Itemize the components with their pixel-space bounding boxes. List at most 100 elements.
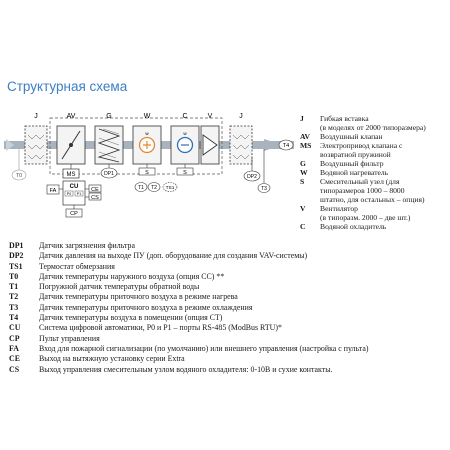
legend-code: T2: [9, 292, 19, 302]
legend-desc: Датчик температуры наружного воздуха (оп…: [39, 271, 225, 281]
control-unit: FA CU P0 P1 CP CE CS: [46, 180, 102, 218]
legend-desc: Воздушный фильтр: [320, 159, 450, 168]
legend-desc-line: Смесительный узел (для: [320, 177, 400, 186]
legend-desc-line: (в моделях от 2000 типоразмера): [320, 123, 426, 132]
legend-code: DP1: [9, 241, 24, 250]
legend-desc-line: Гибкая вставка: [320, 114, 369, 123]
legend-right-item: G Воздушный фильтр: [300, 159, 450, 168]
legend-desc: Пульт управления: [39, 333, 100, 343]
block-label-c: C: [182, 113, 187, 120]
legend-code: J: [300, 114, 304, 123]
svg-text:TS1: TS1: [166, 185, 175, 191]
block-label-g: G: [106, 113, 111, 120]
legend-code: TS1: [9, 261, 23, 271]
legend-code: FA: [9, 343, 19, 353]
legend-code: T4: [9, 313, 19, 323]
legend-desc: Датчик давления на выходе ПУ (доп. обору…: [39, 251, 308, 261]
legend-bottom-item: T1 Погружной датчик температуры обратной …: [9, 282, 449, 292]
block-j-left: J: [24, 113, 48, 165]
svg-text:DP1: DP1: [104, 171, 114, 177]
sensor-ts1: TS1: [162, 182, 178, 192]
svg-text:T2: T2: [151, 185, 157, 191]
block-label-j-left: J: [34, 113, 38, 120]
legend-desc: Воздушный клапан: [320, 132, 450, 141]
legend-bottom-item: FA Вход для пожарной сигнализации (по умо…: [9, 344, 449, 354]
block-label-w: W: [144, 113, 151, 120]
legend-bottom-item: T4 Датчик температуры воздуха в помещении…: [9, 313, 449, 323]
legend-code: W: [300, 168, 308, 177]
sensor-dp2: DP2: [243, 157, 261, 182]
legend-code: T3: [9, 302, 19, 312]
legend-desc: Термостат обмерзания: [39, 261, 115, 271]
block-label-j-right: J: [239, 113, 243, 120]
legend-desc-line: Водяной охладитель: [320, 222, 387, 231]
legend-desc: Датчик температуры приточного воздуха в …: [39, 302, 253, 312]
sensor-t2: T2: [147, 182, 161, 192]
legend-desc: Датчик температуры воздуха в помещении (…: [39, 313, 223, 323]
block-c-cooler: w C S: [170, 113, 200, 176]
block-label-av: AV: [67, 113, 76, 120]
legend-bottom-item: DP2 Датчик давления на выходе ПУ (доп. об…: [9, 251, 449, 261]
legend-desc: Система цифровой автоматики, P0 и P1 – п…: [39, 323, 282, 333]
svg-text:MS: MS: [67, 172, 76, 178]
legend-code: CS: [9, 364, 20, 374]
page-title: Структурная схема: [7, 79, 128, 94]
legend-code: T1: [9, 282, 19, 292]
legend-desc-line: Воздушный клапан: [320, 132, 383, 141]
svg-text:T4: T4: [283, 143, 289, 149]
svg-text:FA: FA: [50, 188, 57, 194]
legend-desc: Водяной охладитель: [320, 222, 450, 231]
svg-text:w: w: [183, 131, 187, 136]
svg-text:CP: CP: [70, 211, 78, 217]
legend-desc: Гибкая вставка(в моделях от 2000 типораз…: [320, 114, 450, 132]
legend-right-item: J Гибкая вставка(в моделях от 2000 типора…: [300, 114, 450, 132]
legend-bottom-item: T3 Датчик температуры приточного воздуха …: [9, 303, 449, 313]
legend-desc: Водяной нагреватель: [320, 168, 450, 177]
legend-code: CU: [9, 323, 21, 333]
legend-desc: Погружной датчик температуры обратной во…: [39, 282, 200, 292]
legend-right: J Гибкая вставка(в моделях от 2000 типора…: [300, 114, 450, 231]
svg-text:T0: T0: [16, 173, 22, 179]
unit-housing: [49, 117, 223, 175]
legend-desc: Датчик температуры приточного воздуха в …: [39, 292, 238, 302]
legend-desc-line: Электропривод клапана с: [320, 141, 403, 150]
block-j-right: J: [229, 113, 253, 165]
legend-code: AV: [300, 132, 310, 141]
legend-desc: Вентилятор(в типоразм. 2000 – две шт.): [320, 204, 450, 222]
block-label-v: V: [208, 113, 213, 120]
legend-desc: Вход для пожарной сигнализации (по умолч…: [39, 343, 369, 353]
svg-text:w: w: [145, 131, 149, 136]
legend-desc: Выход на вытяжную установку серии Extra: [39, 354, 185, 364]
legend-right-item: W Водяной нагреватель: [300, 168, 450, 177]
sensor-t1: T1: [134, 182, 148, 192]
legend-code: G: [300, 159, 306, 168]
legend-bottom-item: CP Пульт управления: [9, 334, 449, 344]
legend-desc-line: Вентилятор: [320, 204, 358, 213]
svg-text:CU: CU: [70, 184, 79, 190]
legend-right-item: AV Воздушный клапан: [300, 132, 450, 141]
legend-bottom-item: T2 Датчик температуры приточного воздуха …: [9, 292, 449, 302]
legend-desc-line: (в типоразм. 2000 – две шт.): [320, 213, 411, 222]
legend-code: DP2: [9, 251, 24, 261]
legend-code: S: [300, 177, 305, 186]
legend-desc-line: типоразмеров 1000 – 8000: [320, 186, 405, 195]
svg-text:CS: CS: [91, 195, 99, 201]
legend-code: CP: [9, 333, 20, 343]
legend-code: T0: [9, 271, 19, 281]
sensor-t4: T4: [278, 139, 294, 151]
block-w-heater: w W S: [132, 113, 162, 176]
sensor-t3: T3: [257, 149, 271, 193]
svg-text:P0: P0: [67, 192, 71, 196]
sensor-t0: T0: [11, 149, 27, 181]
block-g-filter: G DP1: [94, 113, 124, 179]
block-av: AV MS: [56, 113, 86, 179]
